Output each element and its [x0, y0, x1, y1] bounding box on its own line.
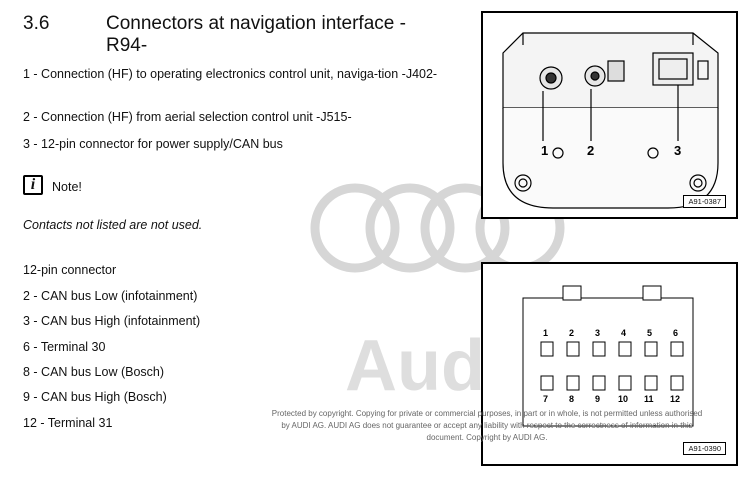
- callout-1: 1: [541, 143, 548, 158]
- item-1: 1 - Connection (HF) to operating electro…: [23, 67, 438, 81]
- pin-label-8: 8: [569, 394, 574, 404]
- pin-label-1: 1: [543, 328, 548, 338]
- info-icon: i: [23, 175, 43, 195]
- section-title: Connectors at navigation interface -R94-: [106, 13, 406, 56]
- connector-drawing: 1 2 3 4 5 6 7 8 9 10 11 12: [522, 285, 694, 427]
- section-number: 3.6: [23, 13, 50, 34]
- callout-3: 3: [674, 143, 681, 158]
- item-3: 3 - 12-pin connector for power supply/CA…: [23, 137, 283, 151]
- pin-label-10: 10: [618, 394, 628, 404]
- pin-label-3: 3: [595, 328, 600, 338]
- interface-unit-drawing: 1 2 3: [502, 32, 719, 209]
- item-2: 2 - Connection (HF) from aerial selectio…: [23, 110, 352, 124]
- figure1-code: A91-0387: [683, 195, 726, 208]
- pin-2: 2 - CAN bus Low (infotainment): [23, 289, 198, 303]
- pin-9: 9 - CAN bus High (Bosch): [23, 390, 167, 404]
- pin-label-11: 11: [644, 394, 654, 404]
- figure-12pin-connector: 1 2 3 4 5 6 7 8 9 10 11 12 A91-0390: [481, 262, 738, 466]
- pin-label-5: 5: [647, 328, 652, 338]
- pin-6: 6 - Terminal 30: [23, 340, 106, 354]
- callout-2: 2: [587, 143, 594, 158]
- pin-label-7: 7: [543, 394, 548, 404]
- copyright-notice: Protected by copyright. Copying for priv…: [271, 409, 703, 442]
- pin-label-2: 2: [569, 328, 574, 338]
- watermark-text: Audi: [345, 326, 505, 406]
- note-label: Note!: [52, 180, 82, 194]
- note-text: Contacts not listed are not used.: [23, 218, 203, 232]
- pin-label-9: 9: [595, 394, 600, 404]
- pin-3: 3 - CAN bus High (infotainment): [23, 314, 201, 328]
- figure2-code: A91-0390: [683, 442, 726, 455]
- pin-label-12: 12: [670, 394, 680, 404]
- pin-title: 12-pin connector: [23, 263, 117, 277]
- pin-8: 8 - CAN bus Low (Bosch): [23, 365, 165, 379]
- pin-12: 12 - Terminal 31: [23, 416, 113, 430]
- pin-label-6: 6: [673, 328, 678, 338]
- figure-interface-unit: 1 2 3 A91-0387: [481, 11, 738, 219]
- pin-label-4: 4: [621, 328, 626, 338]
